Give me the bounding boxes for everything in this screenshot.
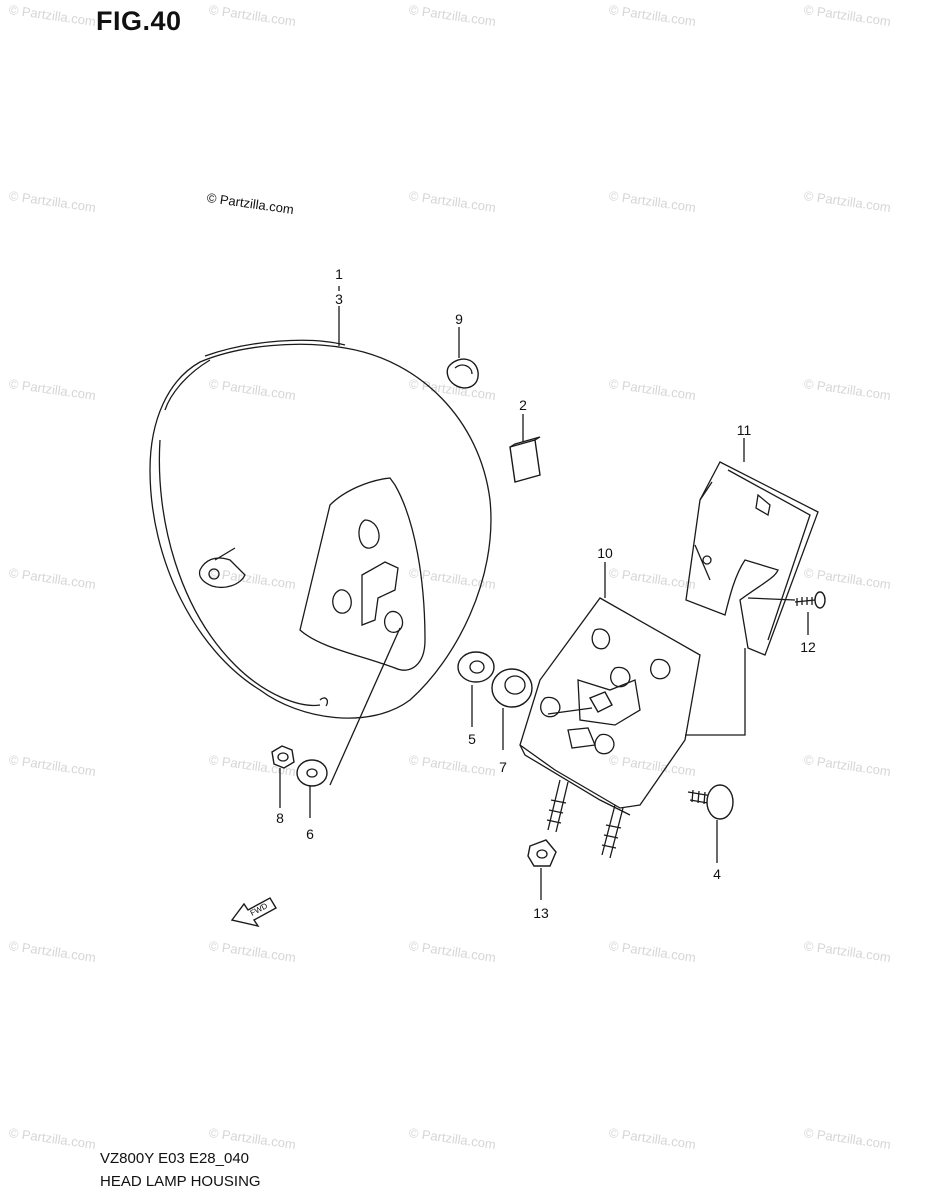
callout-13: 13: [533, 905, 549, 921]
nut-part-13: [527, 839, 557, 867]
pad-part-2: [509, 436, 541, 483]
callout-11: 11: [736, 422, 752, 438]
fwd-arrow-icon: FWD: [230, 897, 277, 928]
callout-8: 8: [276, 810, 284, 826]
diagram-title: HEAD LAMP HOUSING: [100, 1173, 261, 1190]
nut-part-8: [271, 745, 295, 769]
bolt-part-4: [687, 784, 734, 820]
grommet-part-9: [446, 358, 479, 389]
grommet-part-7: [491, 668, 533, 708]
callout-7: 7: [499, 759, 507, 775]
callout-12: 12: [800, 639, 816, 655]
callout-6: 6: [306, 826, 314, 842]
callout-4: 4: [713, 866, 721, 882]
callout-3: 3: [335, 291, 343, 307]
callout-10: 10: [597, 545, 613, 561]
leader-lines: [279, 286, 809, 900]
screw-part-12: [794, 591, 826, 609]
callout-5: 5: [468, 731, 476, 747]
callout-9: 9: [455, 311, 463, 327]
model-code: VZ800Y E03 E28_040: [100, 1150, 250, 1167]
headlamp-shell: [149, 339, 492, 719]
bracket-part-10: [519, 597, 701, 859]
callout-2: 2: [519, 397, 527, 413]
figure-label: FIG.40: [96, 6, 182, 36]
washer-part-6: [296, 759, 328, 787]
washer-part-5: [457, 651, 495, 683]
callout-1: 1: [335, 266, 343, 282]
cover-part-11: [685, 461, 819, 656]
